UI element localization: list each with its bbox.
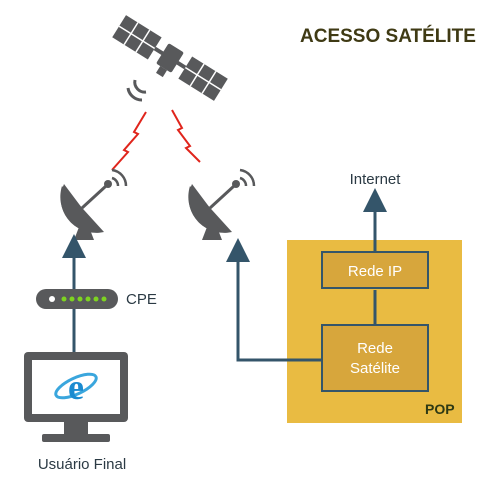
rede-ip-box bbox=[321, 251, 429, 289]
uplink-signal-icon bbox=[111, 111, 147, 171]
downlink-signal-icon bbox=[171, 109, 201, 163]
satellite-signal-icon bbox=[126, 79, 147, 102]
internet-label: Internet bbox=[350, 171, 402, 188]
satelite-to-gateway-arrow bbox=[226, 238, 322, 362]
rede-satelite-label-line1: Rede bbox=[357, 340, 393, 357]
diagram-title: ACESSO SATÉLITE bbox=[300, 25, 476, 47]
rede-ip-label: Rede IP bbox=[348, 263, 402, 280]
cpe-label: CPE bbox=[126, 291, 157, 308]
rede-satelite-label-line2: Satélite bbox=[350, 360, 400, 377]
user-dish-antenna-icon bbox=[60, 168, 128, 240]
satellite-icon bbox=[112, 15, 228, 101]
cpe-modem-icon bbox=[36, 289, 118, 309]
rede-satelite-box bbox=[321, 324, 429, 392]
computer-monitor-icon bbox=[24, 352, 128, 442]
internet-explorer-icon: e bbox=[54, 367, 98, 407]
gateway-dish-antenna-icon bbox=[188, 168, 256, 240]
user-label: Usuário Final bbox=[38, 456, 126, 473]
pop-label: POP bbox=[425, 401, 455, 417]
svg-text:e: e bbox=[68, 367, 84, 407]
